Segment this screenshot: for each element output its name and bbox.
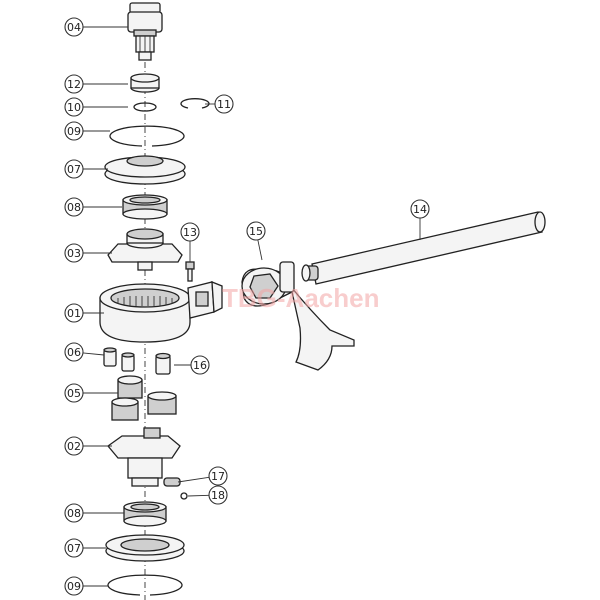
part-04-drive-insert <box>127 2 163 61</box>
callout-c05: 05 <box>64 383 118 403</box>
callout-c02: 02 <box>64 436 112 456</box>
callout-c17: 17 <box>177 466 228 486</box>
part-18-ball <box>180 492 188 500</box>
callout-bubble <box>64 436 84 456</box>
callout-c15: 15 <box>246 221 266 261</box>
watermark: TBG-Aachen <box>222 283 379 313</box>
callout-bubble <box>64 538 84 558</box>
callout-bubble <box>64 97 84 117</box>
callout-bubble <box>208 466 228 486</box>
callout-bubble <box>410 199 430 219</box>
part-15-handle-adapter <box>241 261 355 371</box>
callout-c18: 18 <box>187 485 228 505</box>
callout-c10: 10 <box>64 97 128 117</box>
callout-bubble <box>208 485 228 505</box>
callout-label: 12 <box>67 78 81 91</box>
callout-c06: 06 <box>64 342 105 362</box>
part-16-pin <box>155 352 171 375</box>
callout-c12: 12 <box>64 74 128 94</box>
part-02-ratchet-base <box>107 427 181 487</box>
callout-label: 04 <box>67 21 81 34</box>
part-09-retaining-ring-top <box>109 125 185 147</box>
callout-label: 17 <box>211 470 225 483</box>
callout-label: 08 <box>67 507 81 520</box>
callout-bubble <box>64 303 84 323</box>
callout-bubble <box>190 355 210 375</box>
callout-c08b: 08 <box>64 503 124 523</box>
callout-bubble <box>64 576 84 596</box>
part-09-retaining-ring-bottom <box>107 574 183 596</box>
callout-label: 16 <box>193 359 207 372</box>
callout-c08a: 08 <box>64 197 122 217</box>
callout-label: 09 <box>67 125 81 138</box>
callout-c04: 04 <box>64 17 128 37</box>
callout-bubble <box>64 342 84 362</box>
callout-bubble <box>246 221 266 241</box>
callout-bubble <box>64 243 84 263</box>
part-12-bushing <box>130 73 160 93</box>
callout-label: 15 <box>249 225 263 238</box>
callout-c14: 14 <box>410 199 430 240</box>
callout-label: 14 <box>413 203 427 216</box>
callout-label: 09 <box>67 580 81 593</box>
part-08-needle-bearing-top <box>122 194 168 220</box>
callout-c09a: 09 <box>64 121 110 141</box>
callout-bubble <box>64 74 84 94</box>
part-03-pawl-carrier <box>107 228 183 271</box>
callout-label: 07 <box>67 542 81 555</box>
part-11-snap-ring <box>180 98 210 109</box>
callout-c09b: 09 <box>64 576 108 596</box>
callout-bubble <box>64 159 84 179</box>
callout-label: 05 <box>67 387 81 400</box>
part-05-pawl-gears <box>111 375 177 421</box>
callout-label: 06 <box>67 346 81 359</box>
callout-layer: 04 12 10 11 09 07 08 03 13 15 14 01 06 16 05 02 17 18 08 07… <box>64 17 430 596</box>
part-14-extension-bar <box>301 211 546 285</box>
part-08-needle-bearing-bottom <box>123 501 167 527</box>
callout-c03: 03 <box>64 243 112 263</box>
callout-label: 07 <box>67 163 81 176</box>
callout-label: 10 <box>67 101 81 114</box>
callout-label: 01 <box>67 307 81 320</box>
callout-c01: 01 <box>64 303 104 323</box>
callout-c13: 13 <box>180 222 200 262</box>
callout-bubble <box>214 94 234 114</box>
callout-c16: 16 <box>174 355 210 375</box>
callout-leader-line <box>177 476 210 483</box>
callout-bubble <box>64 503 84 523</box>
callout-c07a: 07 <box>64 159 108 179</box>
part-07-cover-top <box>104 155 186 185</box>
part-07-cover-bottom <box>105 534 185 562</box>
callout-bubble <box>64 17 84 37</box>
part-01-ratchet-head <box>99 281 223 343</box>
callout-leader-line <box>82 352 105 356</box>
part-06-pins <box>103 347 135 372</box>
callout-bubble <box>64 383 84 403</box>
callout-label: 18 <box>211 489 225 502</box>
callout-c11: 11 <box>205 94 234 114</box>
part-17-spring <box>163 477 181 487</box>
part-10-small-ring <box>133 102 157 112</box>
callout-leader-line <box>187 494 210 497</box>
callout-leader-line <box>257 239 263 261</box>
callout-label: 13 <box>183 226 197 239</box>
callout-bubble <box>180 222 200 242</box>
callout-label: 03 <box>67 247 81 260</box>
callout-label: 08 <box>67 201 81 214</box>
callout-label: 11 <box>217 98 231 111</box>
callout-bubble <box>64 121 84 141</box>
callout-label: 02 <box>67 440 81 453</box>
callout-c07b: 07 <box>64 538 106 558</box>
callout-bubble <box>64 197 84 217</box>
part-13-screw <box>185 261 195 282</box>
